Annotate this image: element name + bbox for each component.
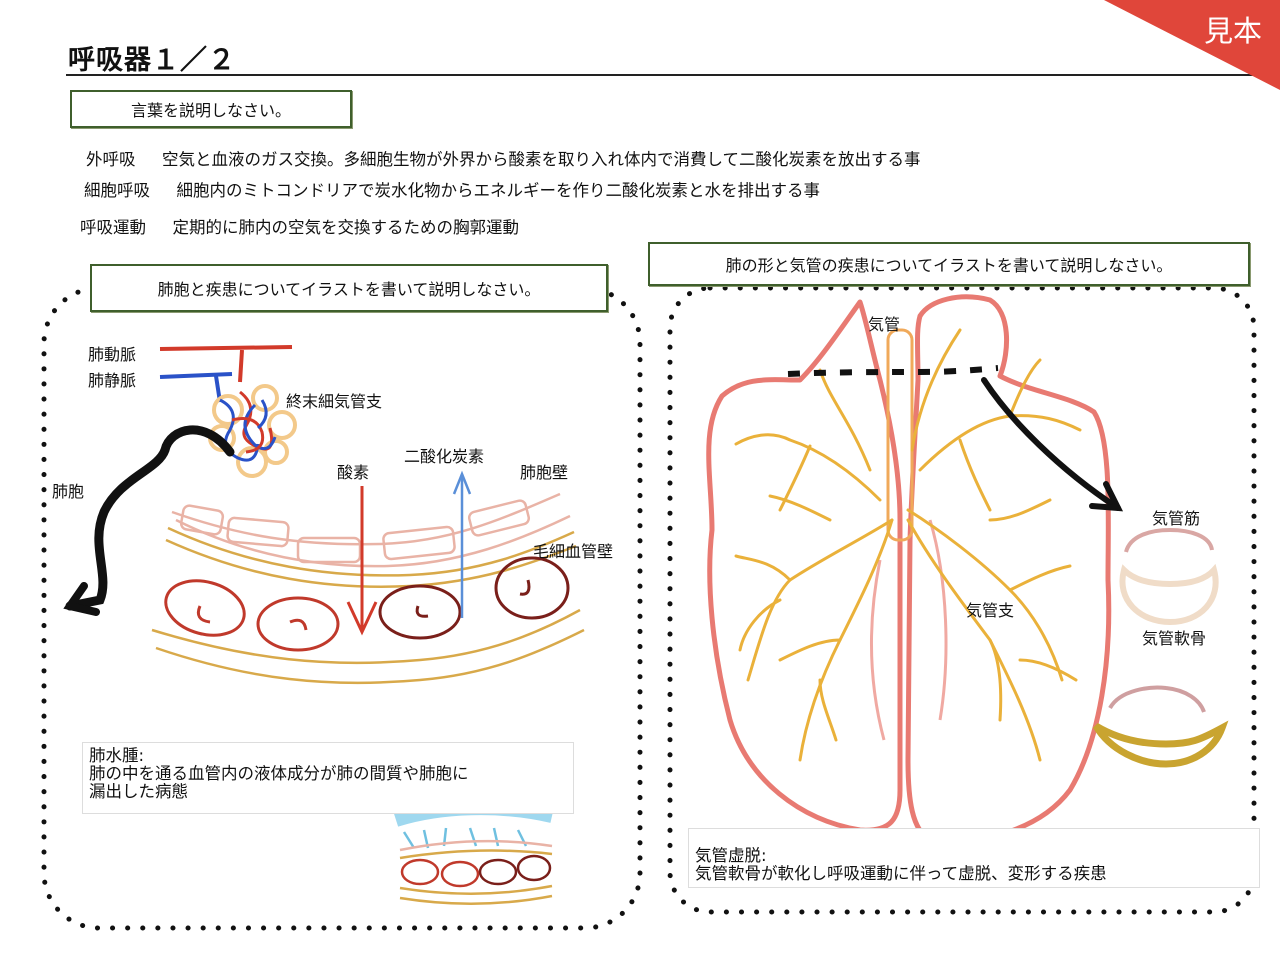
- red-blood-cells: [164, 556, 570, 652]
- label-alveolus: 肺胞: [52, 482, 85, 501]
- definition-term: 呼吸運動: [80, 218, 146, 237]
- label-tracheal-muscle: 気管筋: [1152, 509, 1201, 528]
- section1-label: 言葉を説明しなさい。: [70, 90, 352, 128]
- alveolus-cluster: [208, 384, 297, 478]
- note-line: 漏出した病態: [89, 782, 188, 801]
- sample-badge: 見本: [1203, 14, 1262, 48]
- label-oxygen: 酸素: [337, 463, 370, 482]
- cross-section-arrow: [981, 377, 1121, 511]
- alveolar-wall: [171, 492, 571, 568]
- page-title: 呼吸器１／２: [68, 45, 236, 76]
- blood-vessels: [159, 345, 293, 403]
- definition-saibo-kokyu: 細胞呼吸 細胞内のミトコンドリアで炭水化物からエネルギーを作り二酸化炭素と水を排…: [84, 177, 820, 201]
- definition-term: 外呼吸: [86, 150, 136, 169]
- section3-label: 肺の形と気管の疾患についてイラストを書いて説明しなさい。: [648, 242, 1250, 286]
- bronchial-tree: [734, 328, 1082, 762]
- capillary-wall: [151, 526, 585, 685]
- tracheal-cross-section-normal: [1119, 527, 1219, 626]
- pulmonary-edema-note: 肺水腫: 肺の中を通る血管内の液体成分が肺の間質や肺胞に 漏出した病態: [82, 742, 574, 814]
- label-alveolar-wall: 肺胞壁: [520, 463, 569, 482]
- tracheal-collapse-note: 気管虚脱: 気管軟骨が軟化し呼吸運動に伴って虚脱、変形する疾患: [688, 828, 1260, 888]
- definition-term: 細胞呼吸: [84, 181, 150, 200]
- note-title: 肺水腫:: [89, 746, 145, 765]
- label-capillary-wall: 毛細血管壁: [533, 542, 614, 561]
- label-trachea: 気管: [868, 315, 901, 334]
- definition-gaikokyu: 外呼吸 空気と血液のガス交換。多細胞生物が外界から酸素を取り入れ体内で消費して二…: [86, 146, 921, 170]
- label-terminal-bronchiole: 終末細気管支: [286, 392, 383, 411]
- definition-text: 定期的に肺内の空気を交換するための胸郭運動: [172, 218, 520, 237]
- alveolus-zoom-arrow: [65, 425, 235, 611]
- note-line: 肺の中を通る血管内の液体成分が肺の間質や肺胞に: [89, 764, 469, 783]
- section2-label: 肺胞と疾患についてイラストを書いて説明しなさい。: [90, 264, 608, 312]
- lung-outline: [706, 294, 1112, 844]
- definition-kokyu-undo: 呼吸運動 定期的に肺内の空気を交換するための胸郭運動: [80, 214, 519, 238]
- note-line: 気管軟骨が軟化し呼吸運動に伴って虚脱、変形する疾患: [695, 864, 1107, 883]
- label-pulmonary-vein: 肺静脈: [88, 371, 137, 390]
- label-tracheal-cartilage: 気管軟骨: [1142, 629, 1207, 648]
- label-pulmonary-artery: 肺動脈: [88, 345, 137, 364]
- definition-text: 細胞内のミトコンドリアで炭水化物からエネルギーを作り二酸化炭素と水を排出する事: [176, 181, 821, 200]
- trachea: [886, 328, 914, 542]
- tracheal-cross-section-collapsed: [1092, 685, 1229, 768]
- definition-text: 空気と血液のガス交換。多細胞生物が外界から酸素を取り入れ体内で消費して二酸化炭素…: [162, 150, 921, 169]
- note-title: 気管虚脱:: [695, 846, 767, 865]
- title-divider: [66, 74, 1280, 76]
- cross-section-line: [787, 365, 999, 377]
- label-bronchus: 気管支: [966, 601, 1015, 620]
- label-carbon-dioxide: 二酸化炭素: [404, 447, 485, 466]
- edema-illustration: [393, 801, 554, 906]
